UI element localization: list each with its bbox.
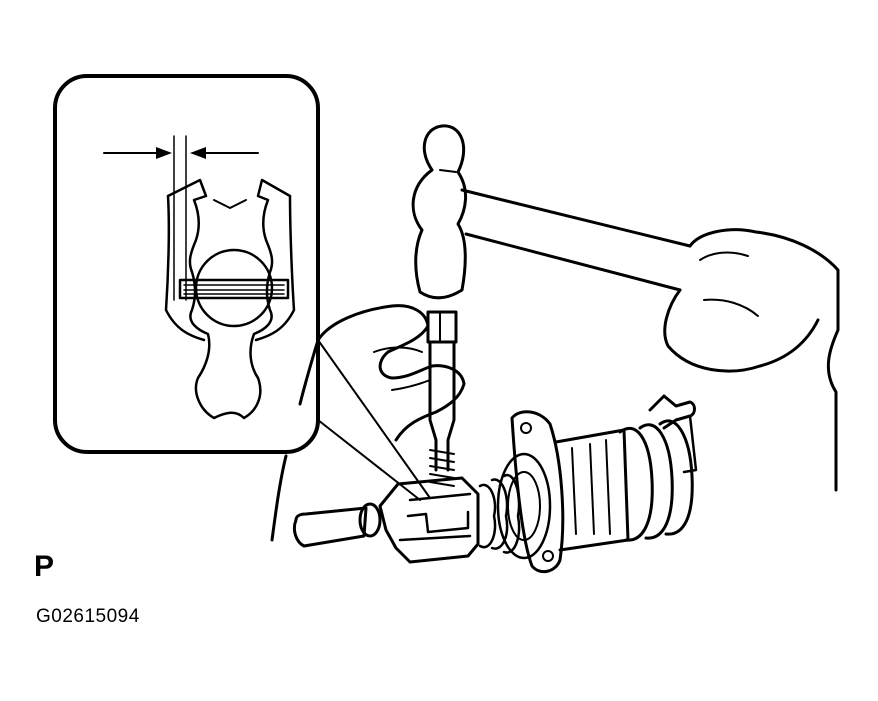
pin-punch [426,310,458,487]
hammer [411,124,692,300]
view-mark: P [34,550,55,583]
pin-slot-detail [178,248,290,328]
inset-detail-view [53,74,431,501]
release-cylinder-assembly [292,394,698,574]
right-hand [663,228,840,492]
figure-id: G02615094 [36,606,140,627]
left-hand [270,304,466,542]
pin-spring [429,449,455,487]
release-fork-detail [164,178,296,420]
clearance-dimension-arrows [103,135,259,301]
